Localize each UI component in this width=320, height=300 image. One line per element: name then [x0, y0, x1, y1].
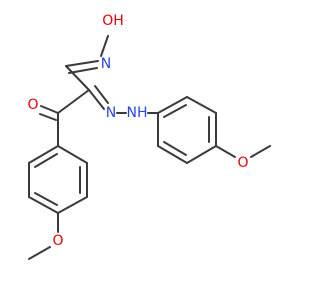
bond-ch-n-double: [68, 67, 98, 74]
ring-left-inner-2: [34, 192, 58, 206]
bond-ch-c: [65, 65, 90, 91]
molecule-structure: OH N O N NH O O: [27, 13, 271, 260]
bond-n-oh: [100, 35, 109, 57]
ring-right-bond-4: [186, 145, 217, 164]
bond-c-n-double: [94, 85, 109, 104]
bond-o-methyl-right: [250, 145, 271, 158]
ring-right-bond-2: [186, 96, 217, 114]
bond-layer: [28, 35, 271, 260]
atom-n-hydrazone-label: N: [106, 105, 116, 121]
atom-o-ketone-label: O: [27, 97, 38, 113]
bond-c-n: [88, 89, 105, 110]
ring-left-bond-6: [28, 145, 59, 164]
bond-c-co: [57, 89, 90, 114]
bond-ch-n: [65, 60, 99, 67]
bond-ring-right-o: [215, 145, 236, 158]
atom-nh-label: NH: [127, 105, 148, 121]
atom-oh-label: OH: [102, 13, 124, 29]
atom-o-ether-left-label: O: [52, 233, 63, 249]
atom-n-oxime-label: N: [101, 56, 111, 72]
ring-right-inner-3: [163, 141, 187, 156]
bond-co-o: [40, 105, 59, 114]
atom-label-layer: OH N O N NH O O: [27, 13, 248, 249]
bond-co-o-double: [39, 113, 57, 121]
ring-left-bond-3: [57, 196, 88, 214]
ring-right-bond-5: [157, 145, 188, 164]
ring-right-inner-1: [163, 104, 187, 118]
atom-o-ether-right-label: O: [237, 155, 248, 171]
ring-right-bond-1: [157, 96, 188, 114]
ring-left-bond-1: [57, 145, 88, 164]
ring-left-bond-4: [28, 196, 59, 214]
bond-o-methyl-left: [28, 246, 51, 260]
ring-left-inner-3: [34, 153, 58, 168]
